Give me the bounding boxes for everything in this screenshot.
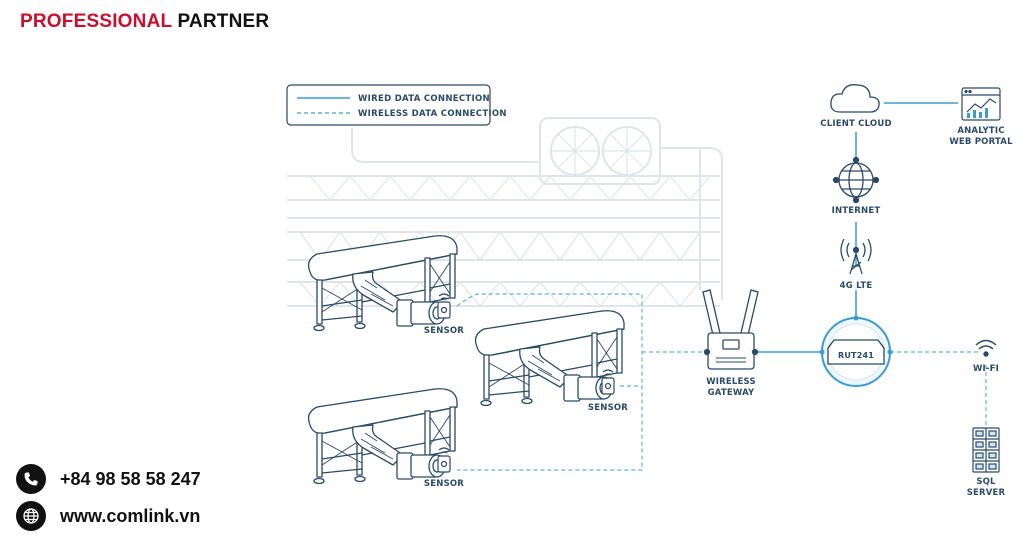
gateway-label-line2: GATEWAY — [708, 388, 755, 398]
sensor-3-icon — [437, 447, 451, 473]
analytics-dashboard-icon — [961, 87, 1001, 121]
internet-label: INTERNET — [832, 206, 881, 216]
legend-wireless-label: WIRELESS DATA CONNECTION — [358, 109, 507, 119]
phone-contact[interactable]: +84 98 58 58 247 — [16, 464, 201, 494]
legend: WIRED DATA CONNECTION WIRELESS DATA CONN… — [286, 84, 507, 126]
cell-tower-icon — [840, 238, 872, 275]
legend-wired-label: WIRED DATA CONNECTION — [358, 94, 490, 104]
website-url: www.comlink.vn — [60, 505, 201, 526]
wireless-connections — [456, 293, 987, 471]
lte-label: 4G LTE — [840, 281, 873, 291]
website-contact[interactable]: www.comlink.vn — [16, 501, 200, 531]
phone-icon — [16, 464, 46, 494]
phone-number: +84 98 58 58 247 — [60, 468, 201, 489]
gateway-label-line1: WIRELESS — [706, 377, 756, 387]
sql-label-line2: SERVER — [967, 488, 1006, 498]
globe-icon — [16, 501, 46, 531]
router-icon — [819, 315, 893, 387]
gateway-icon — [702, 289, 759, 370]
analytic-label-line2: WEB PORTAL — [949, 137, 1013, 147]
cloud-icon — [830, 84, 880, 113]
sensor-1-label: SENSOR — [424, 326, 464, 336]
server-rack-icon — [972, 427, 1000, 473]
conveyor-3 — [307, 388, 458, 485]
brand-word-partner: PARTNER — [177, 11, 270, 32]
sql-label-line1: SQL — [976, 477, 996, 487]
sensor-2-label: SENSOR — [588, 403, 628, 413]
client-cloud-label: CLIENT CLOUD — [820, 119, 891, 129]
wired-connections — [753, 102, 958, 353]
analytic-label-line1: ANALYTIC — [957, 126, 1004, 136]
brand-title: PROFESSIONAL PARTNER — [20, 11, 269, 33]
conveyor-1 — [307, 235, 458, 332]
globe-network-icon — [832, 156, 880, 204]
wifi-icon — [975, 339, 997, 357]
sensor-2-icon — [601, 369, 615, 395]
router-model-label: RUT241 — [838, 351, 874, 360]
background-structure — [287, 117, 723, 307]
brand-word-professional: PROFESSIONAL — [20, 11, 172, 32]
wifi-label: WI-FI — [973, 364, 999, 374]
legend-box — [286, 84, 491, 126]
sensor-3-label: SENSOR — [424, 479, 464, 489]
sensor-1-icon — [437, 293, 451, 319]
